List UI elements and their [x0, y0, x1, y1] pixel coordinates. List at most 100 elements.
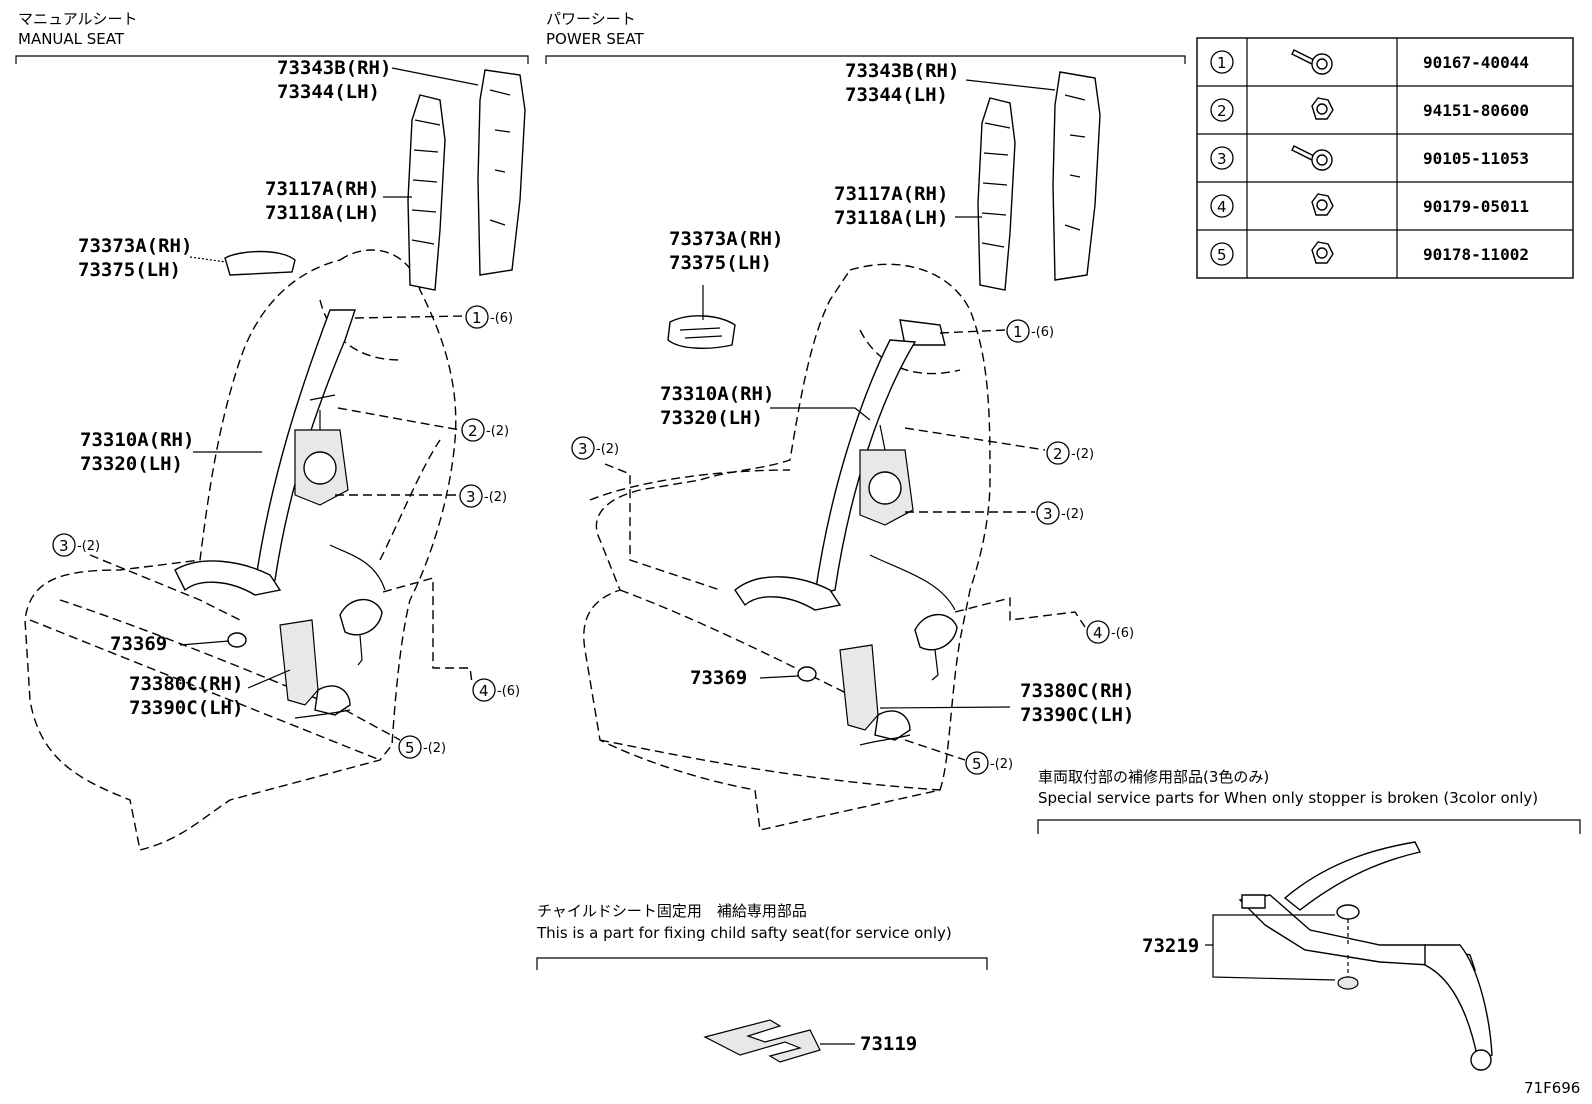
stopper-section: 車両取付部の補修用部品(3色のみ) Special service parts … [1037, 768, 1581, 1071]
power-belt-guide [899, 319, 946, 346]
label-73219: 73219 [1142, 935, 1199, 957]
manual-labels: 73343B(RH) 73344(LH) 73117A(RH) 73118A(L… [78, 57, 391, 719]
leader-p-73310 [770, 407, 871, 421]
callout-m-1: 1 -(6) [465, 305, 513, 329]
manual-retractor-bracket [309, 394, 336, 430]
label-m-73373-rh: 73373A(RH) [78, 235, 192, 257]
svg-text:3: 3 [59, 537, 69, 555]
power-seat-outline [583, 263, 991, 831]
fastener-part-number: 94151-80600 [1423, 101, 1529, 120]
stopper-bracket [1037, 819, 1581, 834]
svg-text:-(2): -(2) [77, 539, 100, 554]
label-p-73375-lh: 73375(LH) [669, 252, 772, 274]
leader-m-73369 [179, 640, 230, 646]
svg-text:5: 5 [972, 755, 982, 773]
leader-p-c3b [604, 463, 721, 591]
label-m-73390-lh: 73390C(LH) [129, 697, 243, 719]
power-callouts: 1 -(6) 2 -(2) 3 -(2) 3 -(2) 4 -(6) 5 -(2… [571, 319, 1134, 775]
manual-title-jp: マニュアルシート [18, 10, 138, 28]
power-adjuster-detail [981, 122, 1011, 248]
power-retractor-spool [868, 471, 902, 505]
manual-cushion-line-2 [59, 599, 321, 701]
power-headrest-line [859, 329, 961, 375]
manual-cover [224, 250, 296, 276]
stopper-title-en: Special service parts for When only stop… [1038, 789, 1538, 807]
power-cover [667, 315, 736, 349]
svg-text:-(2): -(2) [596, 442, 619, 457]
svg-text:2: 2 [468, 422, 478, 440]
child-bracket [536, 957, 988, 970]
callout-m-5: 5 -(2) [398, 735, 446, 759]
stopper-belt-upper [1283, 841, 1422, 911]
svg-text:5: 5 [405, 739, 415, 757]
leader-p-73343 [965, 79, 1056, 91]
leader-73219 [1205, 914, 1336, 981]
svg-text:-(2): -(2) [990, 757, 1013, 772]
label-p-73117-rh: 73117A(RH) [834, 183, 948, 205]
stopper-clip [1241, 894, 1266, 909]
label-m-73344-lh: 73344(LH) [277, 81, 380, 103]
leader-m-c3b [89, 554, 241, 621]
callout-m-2: 2 -(2) [461, 418, 509, 442]
svg-text:3: 3 [1043, 505, 1053, 523]
leader-m-c4 [382, 577, 473, 684]
nut-icon [1311, 241, 1334, 264]
child-title-en: This is a part for fixing child safty se… [536, 924, 952, 942]
fastener-part-number: 90167-40044 [1423, 53, 1529, 72]
leader-p-c1 [939, 329, 1006, 334]
power-anchor-plate [914, 613, 958, 651]
svg-text:3: 3 [466, 488, 476, 506]
callout-m-3b: 3 -(2) [52, 533, 100, 557]
power-seat-header: パワーシート POWER SEAT [545, 10, 1186, 64]
power-seat-drawing [583, 71, 1101, 831]
manual-anchor-plate [339, 598, 383, 636]
manual-title-en: MANUAL SEAT [18, 30, 125, 48]
leader-p-73369 [759, 675, 799, 679]
svg-text:-(6): -(6) [497, 684, 520, 699]
child-seat-section: チャイルドシート固定用 補給専用部品 This is a part for fi… [536, 902, 988, 1063]
label-p-73369: 73369 [690, 667, 747, 689]
nut-icon [1311, 97, 1334, 120]
manual-washer [227, 632, 247, 648]
label-m-73375-lh: 73375(LH) [78, 259, 181, 281]
manual-height-adjuster [407, 94, 446, 291]
fastener-number-circle [1210, 194, 1234, 218]
label-p-73320-lh: 73320(LH) [660, 407, 763, 429]
label-73119: 73119 [860, 1033, 917, 1055]
leader-m-c2 [337, 407, 461, 431]
svg-text:-(2): -(2) [1071, 447, 1094, 462]
power-labels: 73343B(RH) 73344(LH) 73117A(RH) 73118A(L… [660, 60, 1134, 726]
label-m-73310-rh: 73310A(RH) [80, 429, 194, 451]
manual-retractor-spool [303, 451, 337, 485]
fastener-number-circle [1210, 146, 1234, 170]
figure-code: 71F696 [1524, 1079, 1580, 1097]
power-base-line [599, 739, 941, 791]
power-buckle [839, 644, 879, 731]
svg-text:-(2): -(2) [486, 424, 509, 439]
label-m-73343-rh: 73343B(RH) [277, 57, 391, 79]
power-cushion-top [589, 469, 791, 501]
manual-sensor-wire [329, 544, 386, 591]
fastener-row: 1 90167-40044 [1210, 49, 1529, 75]
callout-p-4: 4 -(6) [1086, 620, 1134, 644]
fastener-number: 1 [1217, 54, 1227, 72]
label-m-73117-rh: 73117A(RH) [265, 178, 379, 200]
power-retractor-bracket [879, 424, 886, 451]
svg-text:-(6): -(6) [490, 311, 513, 326]
svg-text:3: 3 [578, 440, 588, 458]
power-belt-webbing [814, 339, 917, 596]
leader-m-c5 [344, 709, 401, 741]
leader-m-73380 [247, 669, 291, 689]
svg-text:-(2): -(2) [423, 741, 446, 756]
svg-text:2: 2 [1053, 445, 1063, 463]
callout-p-3a: 3 -(2) [1036, 501, 1084, 525]
label-p-73343-rh: 73343B(RH) [845, 60, 959, 82]
label-p-73310-rh: 73310A(RH) [660, 383, 774, 405]
svg-text:-(2): -(2) [484, 490, 507, 505]
label-p-73390-lh: 73390C(LH) [1020, 704, 1134, 726]
leader-p-73380 [879, 706, 1011, 709]
